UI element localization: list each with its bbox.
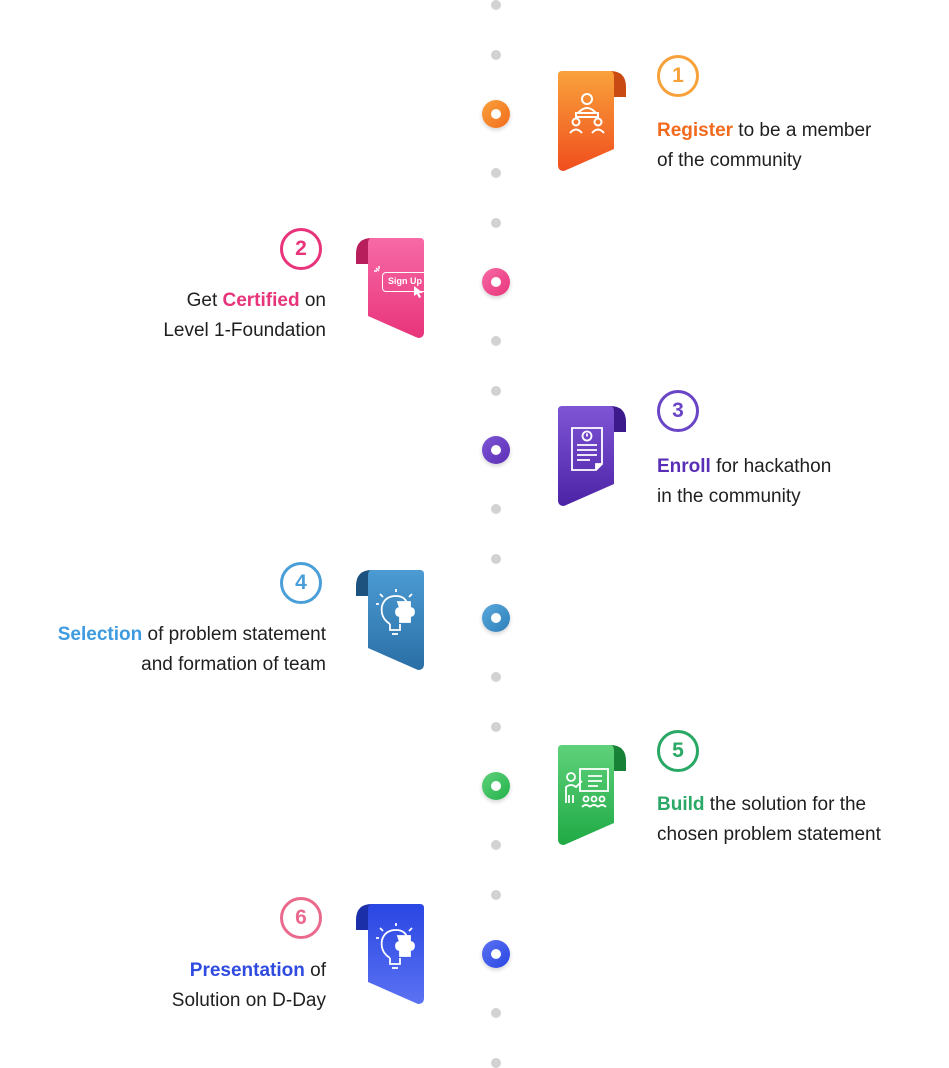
timeline-dot [491,554,501,564]
step-5-rest: the solution for the [704,794,867,815]
document-icon [571,427,603,471]
step-2-pre: Get [186,290,223,311]
step-2-highlight: Certified [222,290,300,311]
step-4-number: 4 [280,562,322,604]
step-1-caption: Register to be a member of the community [657,116,871,176]
step-3-caption: Enroll for hackathon in the community [657,452,831,512]
sign-up-label: Sign Up [382,272,428,292]
step-5-caption: Build the solution for the chosen proble… [657,790,881,850]
bulb-puzzle-icon [376,589,415,635]
step-3-badge [556,406,626,506]
timeline-dot [491,1008,501,1018]
bulb-puzzle-icon [376,923,415,969]
step-6-highlight: Presentation [189,960,305,981]
step-2-badge: Sign Up [356,238,428,338]
step-5-badge [556,745,626,845]
step-6-badge [356,904,426,1004]
timeline-dot [491,504,501,514]
timeline-node-3 [482,436,510,464]
timeline-node-1 [482,100,510,128]
step-4-line2: and formation of team [141,654,326,675]
timeline-dot [491,722,501,732]
team-meeting-icon [569,93,605,134]
timeline-node-2 [482,268,510,296]
timeline-dot [491,1058,501,1068]
step-2-rest: on [299,290,326,311]
step-1-highlight: Register [657,120,734,141]
step-4-rest: of problem statement [142,624,327,645]
timeline-dot [491,168,501,178]
step-1-rest: to be a member [733,120,872,141]
step-6-caption: Presentation of Solution on D-Day [172,956,326,1016]
sign-up-icon: Sign Up [356,238,428,338]
step-3-highlight: Enroll [657,456,711,477]
timeline-dot [491,0,501,10]
step-6-line2: Solution on D-Day [171,990,326,1011]
step-1-number: 1 [657,55,699,97]
step-3-rest: for hackathon [710,456,832,477]
step-2-line2: Level 1-Foundation [163,320,326,341]
step-1-line2: of the community [657,150,802,171]
timeline-dot [491,386,501,396]
timeline-dot [491,840,501,850]
presentation-board-icon [565,768,609,808]
timeline-dot [491,336,501,346]
step-3-line2: in the community [657,486,801,507]
step-3-number: 3 [657,390,699,432]
step-4-highlight: Selection [57,624,143,645]
step-1-badge [556,71,626,171]
step-2-caption: Get Certified on Level 1-Foundation [163,286,326,346]
timeline-dot [491,218,501,228]
timeline-node-5 [482,772,510,800]
timeline-dot [491,672,501,682]
step-6-number: 6 [280,897,322,939]
step-5-highlight: Build [657,794,705,815]
timeline-node-6 [482,940,510,968]
step-6-rest: of [304,960,326,981]
timeline-dot [491,890,501,900]
step-5-number: 5 [657,730,699,772]
timeline-node-4 [482,604,510,632]
step-4-badge [356,570,426,670]
step-2-number: 2 [280,228,322,270]
timeline-dot [491,50,501,60]
step-5-line2: chosen problem statement [657,824,881,845]
step-4-caption: Selection of problem statement and forma… [58,620,326,680]
